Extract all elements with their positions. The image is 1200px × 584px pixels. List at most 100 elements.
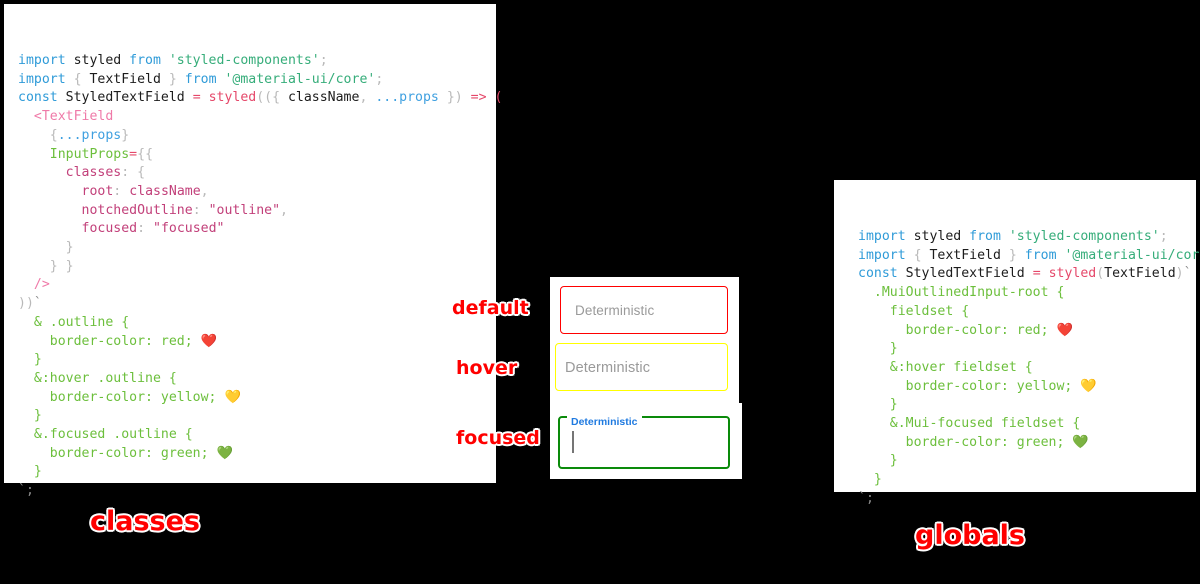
code-token-plain (18, 165, 66, 180)
code-line: } (858, 396, 1196, 415)
code-token-punc: : (137, 221, 153, 237)
code-token-plain (858, 416, 890, 431)
code-token-emoji: 💚 (1072, 434, 1089, 450)
code-token-spread: ...props (375, 90, 439, 106)
code-token-op: = (129, 146, 138, 162)
code-token-kw: import (858, 229, 914, 244)
code-token-punc: { (73, 71, 90, 87)
code-token-kw: import (858, 247, 914, 263)
code-token-plain: styled (73, 53, 130, 68)
code-token-str: 'styled-components' (1008, 229, 1160, 244)
code-token-plain (18, 427, 34, 442)
code-token-punc: } } (49, 258, 74, 274)
code-line: notchedOutline: "outline", (18, 202, 496, 221)
code-token-plain (858, 323, 906, 338)
code-token-punc: } (65, 240, 74, 256)
code-line: } } (18, 258, 496, 277)
code-token-sel: border-color: red; (905, 322, 1057, 338)
code-token-sel: border-color: green; (49, 445, 217, 461)
code-token-emoji: 💛 (1080, 378, 1097, 394)
textfield-hover[interactable]: Deterministic (555, 343, 728, 391)
code-token-punc: ( (1096, 266, 1105, 282)
textfield-focused-label: Deterministic (571, 416, 638, 428)
code-line: border-color: red; ❤️ (858, 322, 1196, 341)
code-token-punc: ; (1159, 229, 1168, 244)
code-token-sel: border-color: yellow; (49, 389, 225, 405)
code-token-prop: classes (65, 165, 122, 181)
code-line: import { TextField } from '@material-ui/… (858, 247, 1200, 266)
code-token-prop: className (129, 183, 201, 199)
code-token-punc: , (200, 183, 209, 199)
code-line: border-color: yellow; 💛 (858, 378, 1196, 397)
code-token-emoji: ❤️ (200, 333, 218, 349)
code-token-sel: &.focused .outline { (33, 427, 193, 443)
code-token-kw: from (129, 53, 169, 68)
code-line: &.focused .outline { (18, 426, 496, 445)
code-line: &:hover .outline { (18, 370, 496, 389)
code-token-plain (858, 285, 874, 300)
code-token-tick: ` (33, 296, 42, 312)
code-line: } (858, 471, 1196, 490)
textfield-focused[interactable]: Deterministic (558, 410, 730, 469)
code-line: {...props} (18, 127, 496, 146)
code-token-sel: border-color: green; (905, 434, 1073, 450)
code-line: fieldset { (858, 303, 1196, 322)
code-token-sel: border-color: yellow; (905, 378, 1081, 394)
code-token-punc: } (121, 127, 130, 143)
code-line: border-color: yellow; 💛 (18, 389, 496, 408)
code-token-plain (858, 472, 874, 487)
code-line: & .outline { (18, 314, 496, 333)
code-token-tag: /> (33, 277, 50, 293)
code-token-plain: StyledTextField (905, 266, 1033, 282)
code-token-sel: &:hover .outline { (33, 370, 177, 386)
code-token-kw: const (18, 90, 66, 106)
code-token-sel: &.Mui-focused fieldset { (889, 416, 1081, 432)
code-token-punc: ; (319, 53, 328, 68)
textfield-default[interactable]: Deterministic (560, 286, 728, 334)
code-block-classes: import styled from 'styled-components';i… (18, 52, 502, 501)
code-token-sel: } (889, 341, 898, 357)
code-line: } (18, 239, 496, 258)
code-token-plain (858, 435, 906, 450)
code-token-kw: import (18, 53, 74, 68)
annotation-focused: focused (456, 427, 540, 449)
code-token-sel: border-color: red; (49, 333, 201, 349)
code-token-plain (18, 464, 34, 479)
textfield-hover-placeholder: Deterministic (565, 360, 651, 376)
code-token-prop: "focused" (153, 221, 225, 237)
code-line: import styled from 'styled-components'; (858, 228, 1196, 247)
code-token-punc: } (160, 71, 185, 87)
code-token-plain (18, 109, 34, 124)
code-token-punc: } (1000, 247, 1025, 263)
code-token-plain (18, 334, 50, 349)
text-caret-icon (572, 431, 574, 453)
annotation-classes-caption: classes (90, 506, 201, 537)
code-line: .MuiOutlinedInput-root { (858, 284, 1196, 303)
code-token-sel: } (873, 472, 882, 488)
code-token-str: '@material-ui/core' (1064, 247, 1200, 263)
code-token-plain (858, 360, 890, 375)
code-token-sel: } (33, 352, 42, 368)
code-token-plain (858, 341, 890, 356)
code-token-plain (858, 397, 890, 412)
code-panel-globals: import styled from 'styled-components';i… (834, 180, 1200, 506)
code-token-plain (18, 128, 50, 143)
code-token-emoji: ❤️ (1056, 322, 1073, 338)
code-token-fn: styled (1048, 266, 1097, 282)
code-line: focused: "focused" (18, 220, 496, 239)
code-token-plain: className (287, 90, 360, 106)
code-line: import { TextField } from '@material-ui/… (18, 71, 496, 90)
code-token-plain (18, 259, 50, 274)
code-token-plain (18, 408, 34, 423)
code-token-plain (18, 352, 34, 367)
code-line: } (858, 452, 1196, 471)
code-token-attr: InputProps (49, 146, 130, 162)
code-line: } (18, 407, 496, 426)
code-block-globals: import styled from 'styled-components';i… (858, 228, 1200, 509)
code-token-op: = (192, 90, 209, 106)
code-token-emoji: 💛 (224, 389, 241, 405)
code-line: `; (18, 482, 496, 501)
textfield-demo-panel: Deterministic Deterministic Deterministi… (550, 277, 742, 479)
code-token-tick: ` (1183, 266, 1192, 282)
code-token-plain: TextField (929, 247, 1001, 263)
